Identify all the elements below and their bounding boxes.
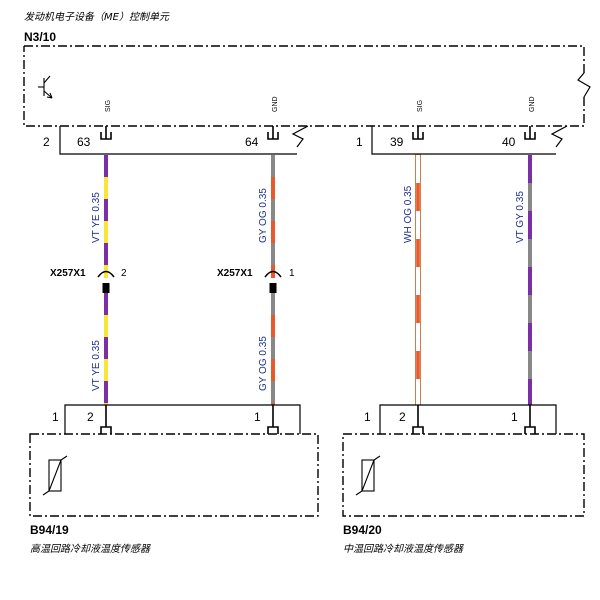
- sensor-pin: 1: [254, 410, 261, 424]
- wire-segment: [104, 155, 108, 177]
- wire-segment: [416, 239, 420, 267]
- wire-wh-og[interactable]: [415, 154, 421, 406]
- sensor-box: [29, 433, 319, 517]
- wire-segment: [416, 379, 420, 405]
- wire-label: GY OG 0.35: [258, 336, 269, 391]
- wire-segment: [104, 243, 108, 265]
- ecu-pin-63-signal: SIG: [105, 100, 112, 112]
- wire-gy-og[interactable]: [271, 155, 275, 405]
- sensor-connector-bracket: [379, 404, 557, 434]
- ecu-title: 发动机电子设备（ME）控制单元: [24, 11, 170, 23]
- ecu-pin-64-signal: GND: [272, 96, 279, 112]
- wire-segment: [104, 381, 108, 403]
- wire-segment: [416, 211, 420, 239]
- ecu-connector-2-number: 2: [43, 135, 50, 149]
- wire-segment: [104, 337, 108, 359]
- sensor-pin: 2: [87, 410, 94, 424]
- splice-connector[interactable]: [264, 270, 282, 294]
- sensor-connector-number: 1: [364, 410, 371, 424]
- wire-segment: [416, 183, 420, 211]
- wire-segment: [528, 323, 532, 351]
- break-symbol: [550, 125, 568, 148]
- wire-segment: [104, 293, 108, 315]
- wire-segment: [271, 177, 275, 199]
- wire-segment: [271, 221, 275, 243]
- sensor-box: [342, 433, 585, 517]
- wire-segment: [104, 359, 108, 381]
- wire-segment: [104, 199, 108, 221]
- ecu-pin-39: 39: [390, 135, 404, 149]
- ecu-connector-1-number: 1: [356, 135, 363, 149]
- break-symbol: [577, 72, 591, 98]
- wire-segment: [271, 381, 275, 403]
- wire-segment: [416, 155, 420, 183]
- wire-label: VT GY 0.35: [515, 191, 526, 243]
- wire-vt-ye[interactable]: [104, 155, 108, 405]
- ecu-pin-64: 64: [245, 135, 259, 149]
- wire-segment: [271, 359, 275, 381]
- splice-id: X257X1: [50, 268, 86, 279]
- ecu-pin-40: 40: [502, 135, 516, 149]
- thermistor-icon: [42, 455, 68, 496]
- wire-segment: [104, 177, 108, 199]
- splice-pin: 2: [121, 268, 127, 279]
- sensor-id: B94/20: [343, 523, 382, 537]
- ecu-pin-40-signal: GND: [529, 96, 536, 112]
- wire-segment: [271, 293, 275, 315]
- wire-label: GY OG 0.35: [258, 188, 269, 243]
- sensor-name: 中温回路冷却液温度传感器: [343, 543, 464, 555]
- transistor-icon: [38, 75, 53, 99]
- wire-segment: [528, 155, 532, 183]
- wire-vt-gy[interactable]: [528, 155, 532, 405]
- pin-terminals-top: [100, 126, 536, 140]
- splice-id: X257X1: [217, 268, 253, 279]
- wire-segment: [271, 155, 275, 177]
- wire-segment: [416, 295, 420, 323]
- ecu-pin-39-signal: SIG: [417, 100, 424, 112]
- sensor-connector-bracket: [64, 404, 301, 434]
- sensor-id: B94/19: [30, 523, 69, 537]
- wire-segment: [271, 199, 275, 221]
- splice-pin: 1: [289, 268, 295, 279]
- wire-label: WH OG 0.35: [403, 185, 414, 243]
- sensor-pin: 1: [511, 410, 518, 424]
- pin-terminals-bottom: [100, 405, 536, 434]
- break-symbol: [291, 125, 309, 148]
- ecu-id: N3/10: [24, 30, 56, 44]
- wire-segment: [528, 183, 532, 211]
- wire-segment: [271, 337, 275, 359]
- wire-segment: [528, 351, 532, 379]
- sensor-pin: 2: [399, 410, 406, 424]
- wire-segment: [271, 403, 275, 405]
- ecu-connector-1-bracket: [371, 126, 556, 155]
- wire-segment: [528, 267, 532, 295]
- wire-label: VT YE 0.35: [91, 340, 102, 391]
- ecu-connector-2-bracket: [59, 126, 297, 155]
- wire-segment: [104, 403, 108, 405]
- wire-segment: [528, 379, 532, 405]
- wire-segment: [416, 267, 420, 295]
- ecu-pin-63: 63: [77, 135, 91, 149]
- wire-segment: [416, 351, 420, 379]
- splice-connector[interactable]: [97, 270, 115, 294]
- wire-segment: [528, 295, 532, 323]
- wire-segment: [528, 239, 532, 267]
- ecu-box: [23, 45, 585, 127]
- wire-segment: [271, 315, 275, 337]
- sensor-connector-number: 1: [52, 410, 59, 424]
- wire-segment: [104, 221, 108, 243]
- wire-segment: [271, 243, 275, 265]
- sensor-name: 高温回路冷却液温度传感器: [30, 543, 151, 555]
- wire-label: VT YE 0.35: [91, 192, 102, 243]
- thermistor-icon: [355, 455, 381, 496]
- wire-segment: [104, 315, 108, 337]
- wire-segment: [528, 211, 532, 239]
- wire-segment: [416, 323, 420, 351]
